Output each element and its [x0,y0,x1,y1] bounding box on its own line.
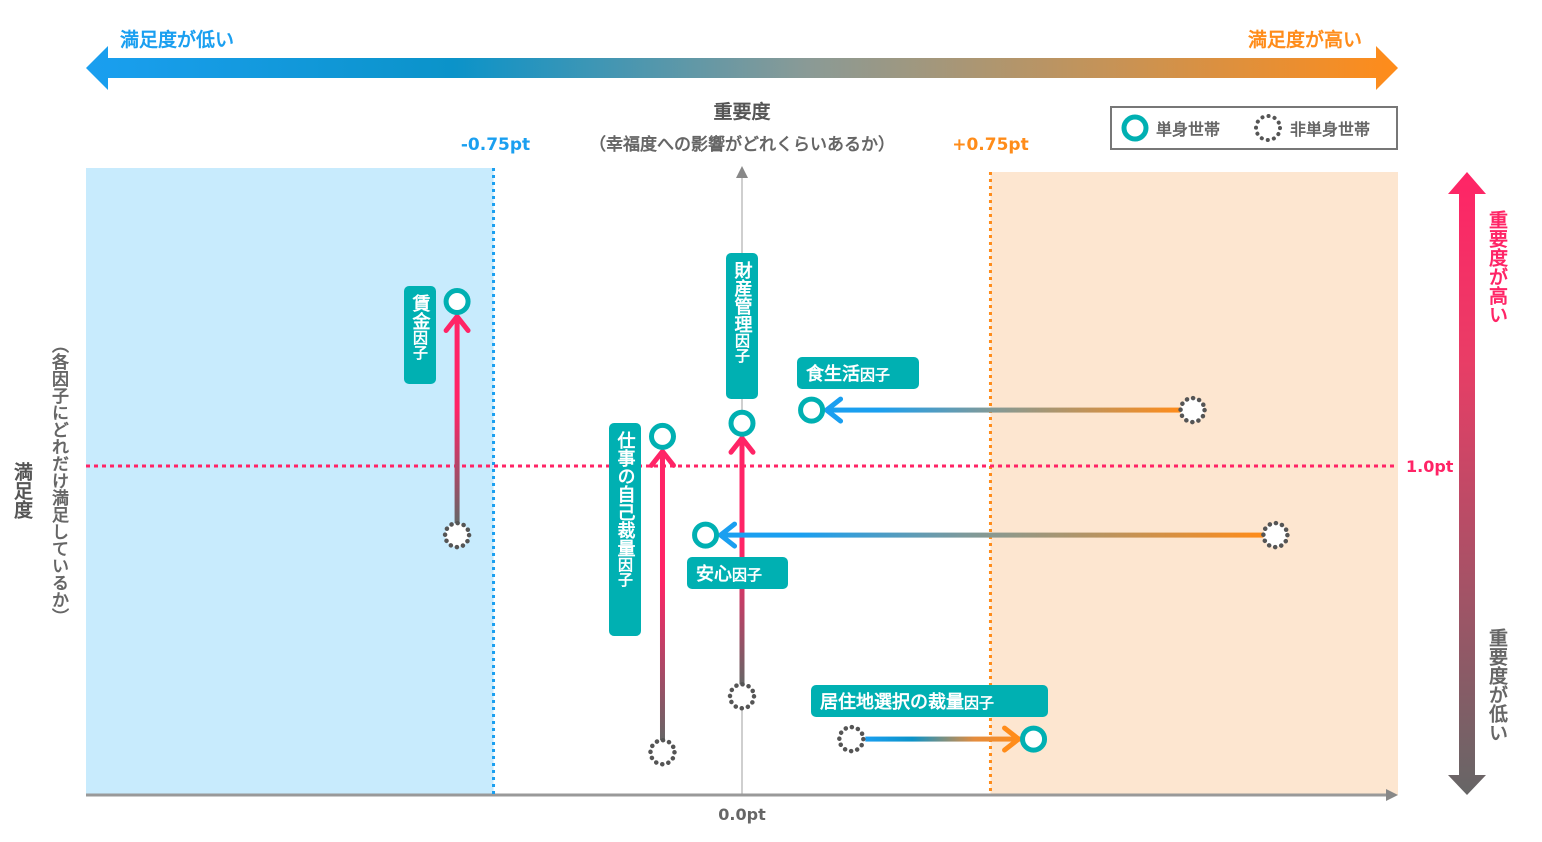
low-threshold-label: -0.75pt [461,135,530,155]
factor-label-main: 仕事の自己裁量 [615,430,637,557]
factor-label: 賃金因子 [410,293,432,361]
single-household-legend-icon [1121,114,1149,142]
factor-label-main: 安心 [696,563,732,585]
factor-label: 仕事の自己裁量因子 [615,430,637,588]
factor-label-suffix: 因子 [732,566,762,584]
factor-label-box [726,253,758,399]
satisfaction-gradient-arrow [86,46,1398,90]
factor-label-main: 財産管理 [732,260,753,333]
legend-single-label: 単身世帯 [1156,120,1220,139]
importance-reference-label: 1.0pt [1406,457,1454,476]
factor-label-suffix: 因子 [964,694,994,712]
importance-axis-subtitle: （幸福度への影響がどれくらいあるか） [589,134,895,155]
factor-group: 居住地選択の裁量因子 [811,685,1048,754]
high-satisfaction-zone [990,172,1398,795]
factor-label-suffix: 因子 [616,557,634,588]
factor-label-box [811,685,1048,717]
vertical-axis-arrowhead [736,166,748,178]
factor-label-main: 賃金 [410,293,432,330]
non-single-household-point [648,737,677,767]
factor-label: 食生活因子 [805,363,890,385]
change-arrow-head [1002,725,1022,753]
importance-gradient-arrow [1448,172,1486,795]
single-household-point [443,288,471,315]
high-threshold-label: +0.75pt [952,135,1028,155]
single-household-point [648,422,676,450]
non-single-household-point [1178,395,1207,425]
change-arrow-head [728,435,756,455]
legend: 単身世帯 非単身世帯 [1110,106,1398,150]
factor-label-box [797,357,919,389]
high-satisfaction-label: 満足度が高い [1248,28,1362,51]
factor-group: 安心因子 [687,520,1290,589]
factor-label-box [609,423,641,636]
non-single-household-point [727,682,757,711]
zero-label: 0.0pt [718,805,766,824]
factor-label-main: 居住地選択の裁量 [820,691,964,713]
factor-label-suffix: 因子 [860,366,890,384]
non-single-household-point [837,724,866,754]
single-household-point [692,521,720,549]
factor-label: 安心因子 [696,563,762,585]
low-importance-label: 重要度が低い [1486,628,1509,742]
horizontal-axis-arrowhead [1386,789,1398,801]
factor-label-suffix: 因子 [733,333,751,364]
low-satisfaction-label: 満足度が低い [120,28,234,51]
change-arrow-shaft [454,315,460,524]
factor-label-box [404,286,436,384]
factor-group: 仕事の自己裁量因子 [609,422,677,767]
change-arrow-head [648,448,676,468]
non-single-household-legend-icon [1254,114,1282,142]
non-single-household-point [1261,520,1290,550]
low-satisfaction-zone [86,168,494,795]
non-single-household-point [442,520,472,550]
factor-label: 財産管理因子 [732,260,753,364]
factor-group: 食生活因子 [797,357,1207,425]
factor-group: 財産管理因子 [726,253,758,711]
factor-group: 賃金因子 [404,286,472,550]
satisfaction-axis-title: 満足度 [11,462,33,520]
change-arrow-head [824,396,844,424]
single-household-point [1020,725,1048,753]
single-household-point [728,409,756,437]
factor-label-suffix: 因子 [411,330,429,361]
factor-label-box [687,557,788,589]
factor-label-main: 食生活 [805,363,860,385]
change-arrow-head [443,314,471,333]
change-arrow-shaft [659,450,665,741]
legend-non-single-label: 非単身世帯 [1290,120,1370,139]
importance-axis-title: 重要度 [713,100,771,123]
change-arrow-shaft [719,532,1264,538]
high-importance-label: 重要度が高い [1486,210,1508,324]
change-arrow-shaft [865,736,1022,742]
factor-label: 居住地選択の裁量因子 [820,691,994,713]
satisfaction-axis-subtitle: （各因子にどれだけ満足しているか） [48,336,70,625]
change-arrow-shaft [825,407,1181,413]
single-household-point [798,396,826,424]
change-arrow-head [718,521,738,549]
